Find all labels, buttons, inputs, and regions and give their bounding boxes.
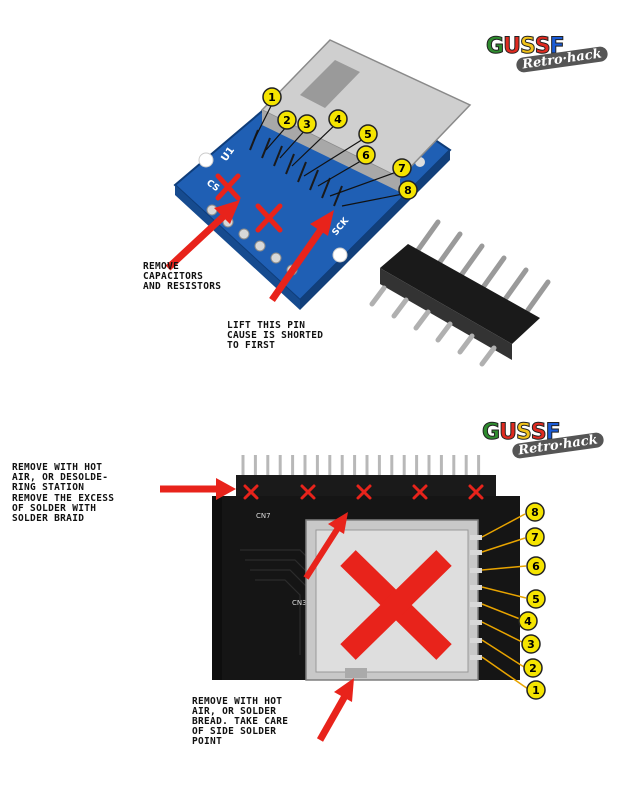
blue-pcb-edge — [175, 185, 300, 310]
pin-marker-8: 8 — [525, 502, 545, 522]
black-pcb-tab — [212, 496, 222, 680]
pin-marker-2: 2 — [277, 110, 297, 130]
pin-marker-7: 7 — [525, 527, 545, 547]
pin-marker-number: 6 — [362, 149, 370, 162]
logo-letter: U — [499, 420, 518, 446]
header-plastic — [380, 244, 540, 344]
pin-marker-3: 3 — [521, 634, 541, 654]
gussf-logo-top: GUSSF Retro·hack — [485, 34, 609, 74]
note-remove-excess-solder: REMOVE THE EXCESS OF SOLDER WITH SOLDER … — [12, 493, 115, 524]
bottom-adapter-diagram: CN7 CN3 8 — [160, 455, 546, 742]
x-mark — [412, 484, 428, 500]
logo-letter: S — [519, 34, 536, 60]
pin-marker-number: 7 — [531, 531, 539, 544]
pin-marker-3: 3 — [297, 114, 317, 134]
sd-socket-tab — [345, 668, 367, 678]
pin-marker-number: 4 — [524, 615, 532, 628]
logo-letter: G — [485, 34, 504, 60]
sd-contact-pads — [470, 535, 482, 660]
header-plastic — [380, 268, 512, 360]
pin-marker-4: 4 — [328, 109, 348, 129]
logo-word: GUSSF — [485, 34, 565, 60]
top-sd-module-diagram: U1 CS SCK 1 2 3 4 5 6 7 8 — [165, 39, 551, 367]
silkscreen-cn3: CN3 — [292, 599, 307, 607]
logo-letter: G — [481, 420, 500, 446]
mounting-hole — [198, 152, 214, 168]
red-arrow-remove-caps — [165, 200, 240, 271]
pin-marker-1: 1 — [262, 87, 282, 107]
pin-marker-5: 5 — [358, 124, 378, 144]
socket-pins — [249, 129, 343, 207]
pin-marker-number: 1 — [268, 91, 276, 104]
x-mark — [468, 484, 484, 500]
pin-marker-number: 3 — [527, 638, 535, 651]
red-arrow-excess — [303, 512, 348, 580]
pin-marker-number: 7 — [398, 162, 406, 175]
sd-socket-slot — [300, 60, 360, 108]
pin-marker-number: 8 — [531, 506, 539, 519]
pin-marker-2: 2 — [523, 658, 543, 678]
pin-marker-number: 5 — [364, 128, 372, 141]
pin-marker-number: 2 — [283, 114, 291, 127]
mounting-hole — [332, 247, 348, 263]
pin-marker-1: 1 — [526, 680, 546, 700]
pin-markers-top: 1 2 3 4 5 6 7 8 — [262, 87, 418, 200]
pin-marker-4: 4 — [518, 611, 538, 631]
note-lift-pin: LIFT THIS PIN CAUSE IS SHORTED TO FIRST — [227, 320, 324, 351]
marker-leader-lines — [253, 103, 409, 207]
logo-letter: S — [515, 420, 532, 446]
pin-marker-number: 6 — [532, 560, 540, 573]
note-remove-capacitors: REMOVE CAPACITORS AND RESISTORS — [143, 261, 222, 292]
pin-marker-6: 6 — [526, 556, 546, 576]
remove-x-marks-top — [215, 173, 283, 233]
remove-x-marks-header — [243, 484, 484, 500]
remove-x-socket — [340, 550, 452, 660]
x-mark — [356, 484, 372, 500]
pin-marker-number: 4 — [334, 113, 342, 126]
pin-markers-bottom: 8 7 6 5 4 3 2 1 — [518, 502, 546, 700]
sd-socket-metal — [262, 110, 400, 192]
note-remove-hot-air-socket: REMOVE WITH HOT AIR, OR SOLDER BREAD. TA… — [192, 696, 289, 747]
x-mark — [300, 484, 316, 500]
pin-marker-5: 5 — [526, 589, 546, 609]
pin-marker-number: 5 — [532, 593, 540, 606]
note-remove-hot-air-header: REMOVE WITH HOT AIR, OR DESOLDE- RING ST… — [12, 462, 109, 493]
pin-header — [369, 219, 551, 367]
x-mark — [255, 203, 283, 233]
pin-marker-number: 3 — [303, 118, 311, 131]
pin-marker-6: 6 — [356, 145, 376, 165]
pin-marker-8: 8 — [398, 180, 418, 200]
marker-leader-lines — [481, 513, 529, 690]
red-arrow-header — [160, 478, 236, 500]
gussf-logo-bottom: GUSSF Retro·hack — [481, 420, 605, 460]
x-mark — [215, 173, 241, 201]
logo-letter: U — [503, 34, 522, 60]
pin-marker-number: 2 — [529, 662, 537, 675]
pin-marker-7: 7 — [392, 158, 412, 178]
pin-marker-number: 1 — [532, 684, 540, 697]
pin-marker-number: 8 — [404, 184, 412, 197]
x-mark — [243, 484, 259, 500]
header-pins-row — [241, 455, 481, 478]
sd-socket-metal — [260, 39, 472, 179]
silkscreen-cn7: CN7 — [256, 512, 271, 520]
red-arrow-lift-pin — [269, 210, 334, 302]
red-arrow-socket — [316, 678, 354, 742]
